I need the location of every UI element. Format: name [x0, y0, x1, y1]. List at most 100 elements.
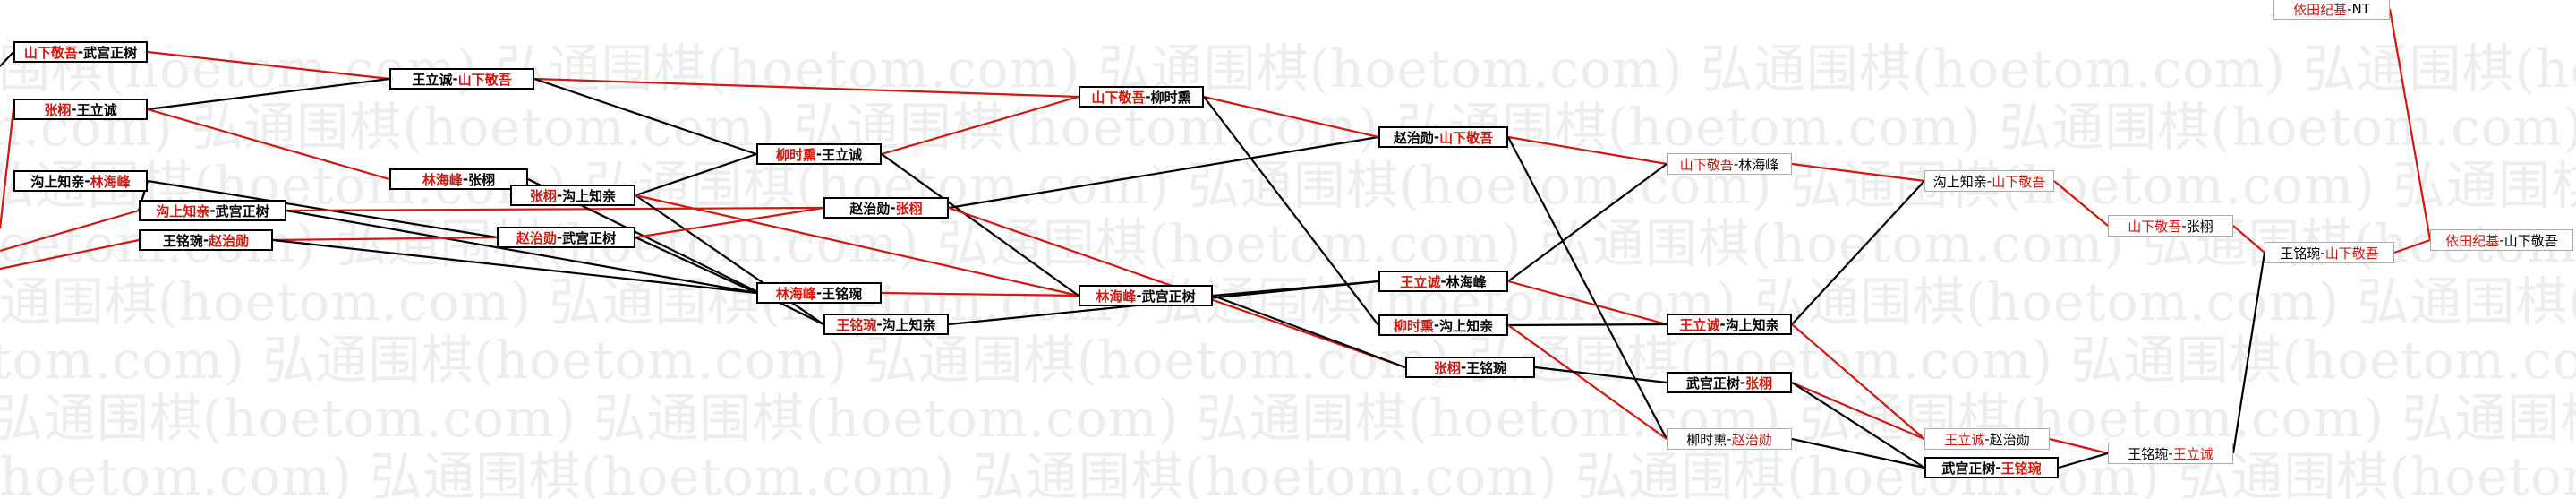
separator: -: [1440, 273, 1446, 289]
match-box: 王铭琬-赵治勋: [139, 229, 273, 251]
player-one-name: 山下敬吾: [2128, 218, 2182, 235]
separator: -: [1460, 359, 1467, 375]
bracket-edge: [881, 153, 1079, 297]
player-two-name: 沟上知亲: [1439, 317, 1494, 334]
player-two-name: NT: [2351, 1, 2370, 17]
player-one-name: 林海峰: [422, 171, 463, 188]
bracket-edge: [147, 77, 390, 111]
match-box: 山下敬吾-武宫正树: [13, 41, 148, 63]
player-two-name: 赵治勋: [209, 232, 250, 249]
separator: -: [209, 202, 216, 219]
match-box: 沟上知亲-山下敬吾: [1924, 170, 2054, 192]
separator: -: [2181, 218, 2187, 234]
bracket-edge: [147, 50, 390, 81]
bracket-edge: [881, 291, 1079, 297]
player-two-name: 武宫正树: [83, 44, 138, 61]
match-box: 依田纪基-NT: [2273, 0, 2390, 20]
bracket-edge: [2231, 252, 2266, 454]
player-one-name: 沟上知亲: [30, 173, 85, 190]
player-one-name: 柳时熏: [1393, 317, 1434, 334]
bracket-edge: [2053, 180, 2109, 227]
bracket-edge: [533, 77, 1079, 99]
match-box: 王铭琬-沟上知亲: [823, 314, 949, 335]
match-box: 山下敬吾-柳时熏: [1079, 86, 1204, 108]
bracket-edge: [1507, 135, 1668, 166]
bracket-edge: [1507, 280, 1668, 326]
bracket-edge: [272, 236, 498, 242]
bracket-edge: [1507, 323, 1668, 327]
match-box: 沟上知亲-武宫正树: [139, 200, 286, 221]
bracket-edge: [635, 206, 824, 239]
player-one-name: 张栩: [529, 187, 557, 204]
player-two-name: 山下敬吾: [457, 71, 512, 88]
player-one-name: 赵治勋: [849, 200, 891, 217]
match-box: 沟上知亲-林海峰: [13, 170, 148, 192]
player-one-name: 山下敬吾: [23, 44, 78, 61]
player-one-name: 王立诚: [1944, 431, 1985, 448]
player-one-name: 柳时熏: [775, 146, 816, 163]
player-two-name: 武宫正树: [215, 202, 269, 219]
separator: -: [71, 101, 77, 117]
player-two-name: 张栩: [895, 200, 923, 217]
separator: -: [202, 232, 209, 248]
match-box: 张栩-王铭琬: [1405, 357, 1535, 378]
player-one-name: 山下敬吾: [1679, 156, 1734, 173]
separator: -: [2347, 1, 2352, 17]
bracket-edge: [635, 194, 1079, 297]
player-one-name: 林海峰: [1096, 288, 1137, 305]
separator: -: [2499, 232, 2504, 248]
player-two-name: 林海峰: [90, 173, 131, 190]
player-one-name: 赵治勋: [1393, 129, 1434, 146]
separator: -: [1136, 288, 1142, 304]
bracket-edge: [1212, 280, 1379, 297]
match-box: 林海峰-张栩: [389, 168, 528, 190]
separator: -: [452, 71, 458, 87]
bracket-edge: [147, 108, 390, 181]
match-box: 山下敬吾-林海峰: [1667, 153, 1792, 175]
separator: -: [1986, 173, 1992, 189]
separator: -: [815, 285, 823, 301]
player-one-name: 武宫正树: [1685, 374, 1740, 391]
player-two-name: 武宫正树: [1141, 288, 1196, 305]
bracket-edge: [1791, 382, 1925, 469]
bracket-edge: [286, 209, 757, 295]
separator: -: [84, 173, 90, 189]
player-one-name: 依田纪基: [2445, 232, 2500, 249]
match-box: 王立诚-赵治勋: [1924, 428, 2050, 450]
player-one-name: 王立诚: [1679, 316, 1720, 333]
player-two-name: 沟上知亲: [882, 316, 936, 333]
match-box: 张栩-沟上知亲: [510, 185, 635, 206]
match-box: 山下敬吾-张栩: [2108, 215, 2233, 237]
player-one-name: 武宫正树: [1941, 460, 1996, 477]
player-two-name: 山下敬吾: [1992, 173, 2046, 190]
bracket-edge: [1791, 162, 1925, 183]
match-box: 王立诚-林海峰: [1378, 271, 1508, 292]
player-one-name: 王铭琬: [2280, 245, 2321, 262]
separator: -: [1995, 460, 2001, 476]
bracket-edge: [635, 194, 824, 325]
match-box: 王铭琬-山下敬吾: [2265, 242, 2394, 263]
player-two-name: 赵治勋: [1989, 431, 2030, 448]
bracket-edge: [2388, 8, 2432, 241]
bracket-edge: [2393, 238, 2431, 254]
separator: -: [1433, 129, 1440, 145]
player-two-name: 王铭琬: [1466, 359, 1507, 376]
match-box: 柳时熏-王立诚: [756, 143, 882, 165]
bracket-edge: [2058, 452, 2109, 469]
bracket-edge: [1791, 381, 1925, 441]
bracket-edge: [2232, 225, 2265, 254]
player-two-name: 山下敬吾: [1439, 129, 1494, 146]
bracket-edge: [0, 238, 140, 271]
bracket-edge: [1534, 366, 1668, 384]
player-two-name: 武宫正树: [562, 229, 617, 246]
player-two-name: 张栩: [468, 171, 496, 188]
bracket-edge: [147, 179, 498, 239]
player-two-name: 柳时熏: [1150, 89, 1191, 106]
separator: -: [1733, 156, 1739, 172]
player-one-name: 沟上知亲: [1932, 173, 1987, 190]
player-two-name: 王立诚: [822, 146, 863, 163]
player-two-name: 山下敬吾: [2324, 245, 2379, 262]
bracket-edge: [1203, 95, 1379, 139]
